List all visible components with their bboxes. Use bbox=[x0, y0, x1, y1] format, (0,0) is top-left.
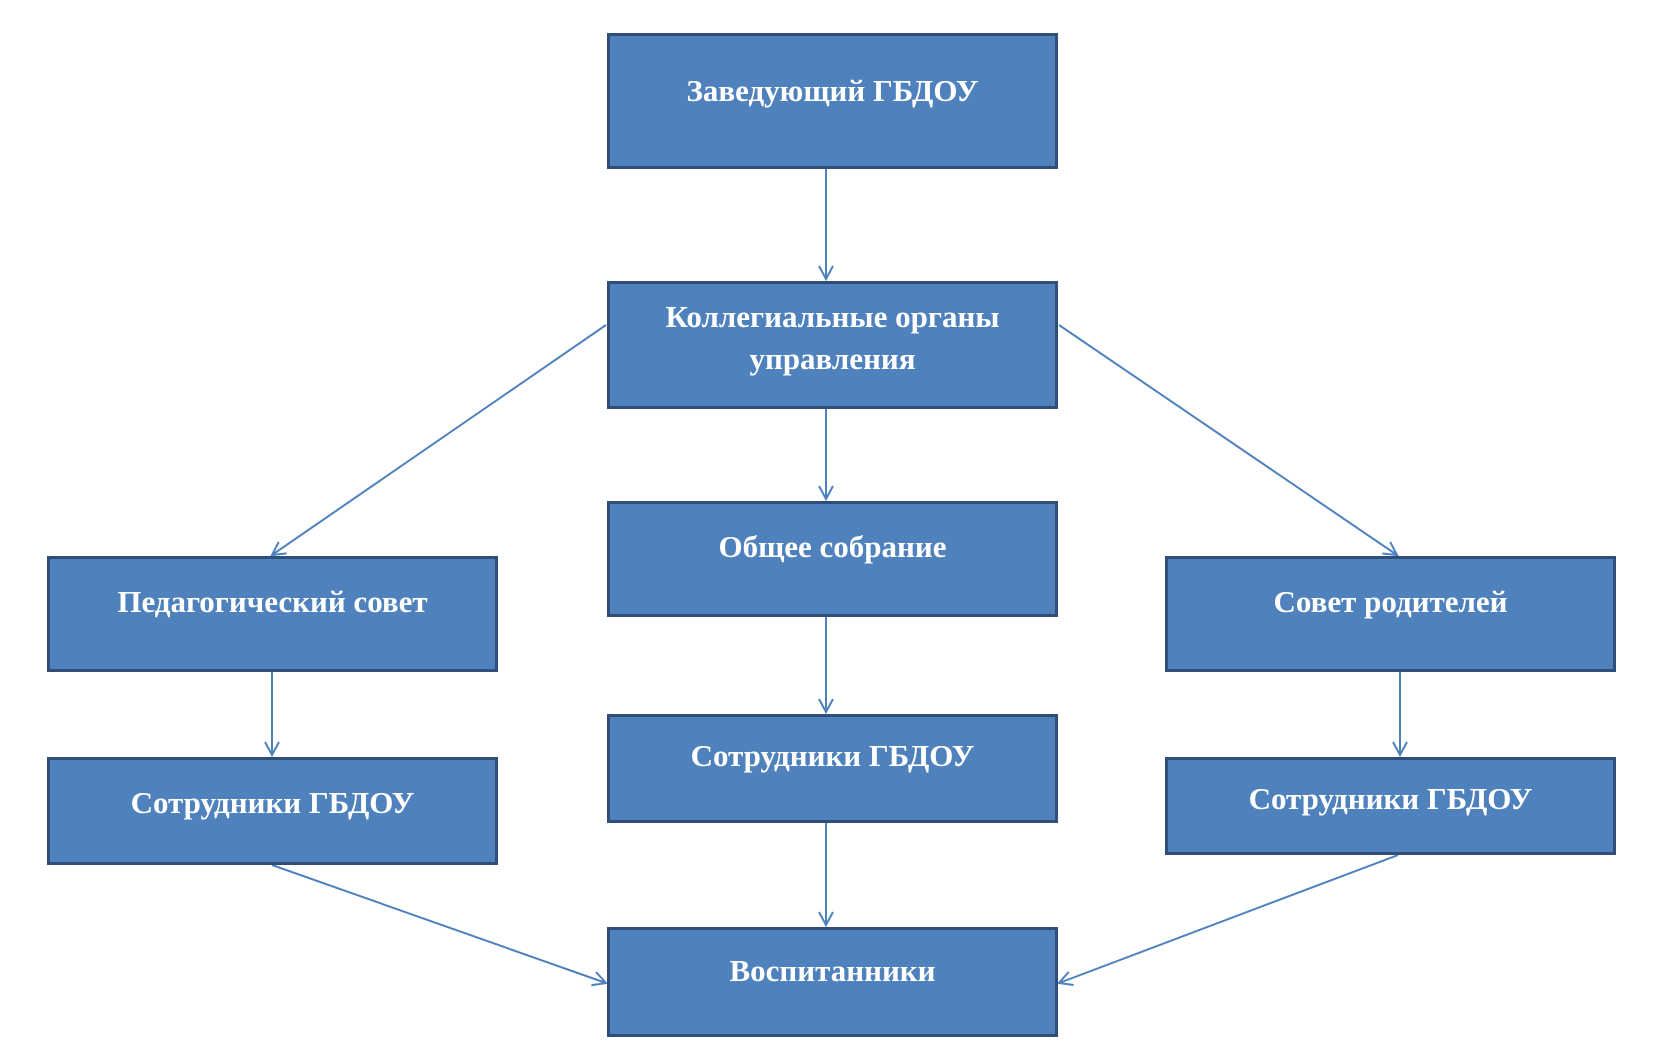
parents-council-label: Совет родителей bbox=[1273, 584, 1508, 619]
general-meeting-node: Общее собрание bbox=[607, 501, 1058, 617]
staff-left-label: Сотрудники ГБДОУ bbox=[130, 785, 415, 820]
arrow-collegial-to-parents-council bbox=[1058, 324, 1397, 555]
general-meeting-label: Общее собрание bbox=[718, 529, 947, 564]
pedagogical-council-node: Педагогический совет bbox=[47, 556, 498, 672]
collegial-bodies-node: Коллегиальные органы управления bbox=[607, 281, 1058, 409]
staff-left-node: Сотрудники ГБДОУ bbox=[47, 757, 498, 865]
parents-council-node: Совет родителей bbox=[1165, 556, 1616, 672]
pupils-label: Воспитанники bbox=[729, 953, 936, 988]
staff-right-node: Сотрудники ГБДОУ bbox=[1165, 757, 1616, 855]
pedagogical-council-label: Педагогический совет bbox=[117, 584, 428, 619]
head-node: Заведующий ГБДОУ bbox=[607, 33, 1058, 169]
staff-middle-label: Сотрудники ГБДОУ bbox=[690, 738, 975, 773]
staff-right-label: Сотрудники ГБДОУ bbox=[1248, 781, 1533, 816]
head-label: Заведующий ГБДОУ bbox=[686, 73, 979, 108]
arrow-staff-left-to-pupils bbox=[271, 864, 606, 983]
arrow-staff-right-to-pupils bbox=[1059, 854, 1399, 983]
collegial-bodies-label: Коллегиальные органы управления bbox=[665, 299, 1000, 376]
staff-middle-node: Сотрудники ГБДОУ bbox=[607, 714, 1058, 823]
arrow-collegial-to-pedagogical-council bbox=[272, 324, 607, 555]
pupils-node: Воспитанники bbox=[607, 927, 1058, 1037]
